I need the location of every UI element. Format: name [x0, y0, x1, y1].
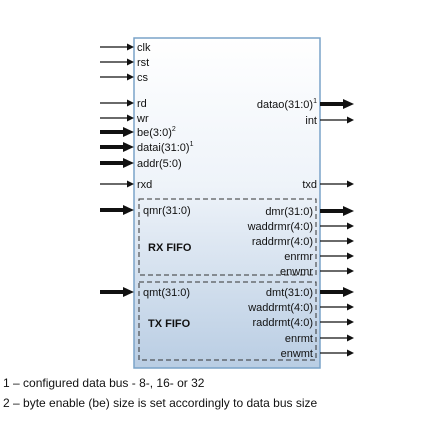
rx_fifo-title: RX FIFO	[148, 242, 192, 254]
signal-name: be(3:0)	[137, 127, 172, 139]
label-rd: rd	[137, 98, 147, 110]
label-raddrmt-4-0: raddrmt(4:0)	[252, 317, 313, 329]
input-addr-5-0-arrowhead	[123, 158, 134, 168]
label-datai-31-0: datai(31:0)1	[137, 141, 194, 154]
label-txd: txd	[302, 179, 317, 191]
label-raddrmr-4-0: raddrmr(4:0)	[252, 236, 313, 248]
input-rd-arrowhead	[127, 99, 134, 107]
label-waddrmr-4-0: waddrmr(4:0)	[247, 221, 313, 233]
tx_fifo-output-dmt-31-0-arrowhead	[343, 287, 354, 297]
signal-name: qmt(31:0)	[143, 287, 190, 299]
rx_fifo-output-raddrmr-4-0-arrowhead	[347, 237, 354, 245]
label-dmt-31-0: dmt(31:0)	[266, 287, 313, 299]
tx-fifo-group	[138, 281, 317, 361]
signal-name: enrmr	[284, 251, 313, 263]
signal-name: cs	[137, 72, 149, 84]
tx_fifo-input-qmt-31-0-arrowhead	[123, 287, 134, 297]
input-wr-arrowhead	[127, 114, 134, 122]
module-block	[133, 37, 321, 369]
input-rxd-arrowhead	[127, 180, 134, 188]
input-cs-arrowhead	[127, 73, 134, 81]
signal-name: rst	[137, 57, 149, 69]
tx_fifo-output-raddrmt-4-0-arrowhead	[347, 318, 354, 326]
signal-name: enwmt	[281, 348, 313, 360]
label-qmt-31-0: qmt(31:0)	[143, 287, 190, 299]
tx_fifo-title: TX FIFO	[148, 318, 191, 330]
rx_fifo-input-qmr-31-0-arrowhead	[123, 205, 134, 215]
input-clk-arrowhead	[127, 43, 134, 51]
signal-name: waddrmr(4:0)	[247, 221, 313, 233]
tx_fifo-output-waddrmt-4-0-arrowhead	[347, 303, 354, 311]
signal-layer: clkrstcsrdwrbe(3:0)2datai(31:0)1addr(5:0…	[100, 42, 354, 360]
signal-name: enwmr	[280, 266, 313, 278]
label-enwmt: enwmt	[281, 348, 313, 360]
input-rst-arrowhead	[127, 58, 134, 66]
label-wr: wr	[136, 113, 149, 125]
tx_fifo-output-enrmt-arrowhead	[347, 334, 354, 342]
signal-name: raddrmt(4:0)	[252, 317, 313, 329]
label-rst: rst	[137, 57, 149, 69]
output-datao-31-0-arrowhead	[343, 99, 354, 109]
signal-name: clk	[137, 42, 151, 54]
signal-name: datao(31:0)	[257, 99, 313, 111]
signal-name: dmt(31:0)	[266, 287, 313, 299]
label-cs: cs	[137, 72, 149, 84]
label-datao-31-0: datao(31:0)1	[257, 98, 317, 111]
rx_fifo-output-dmr-31-0-arrowhead	[343, 206, 354, 216]
label-qmr-31-0: qmr(31:0)	[143, 205, 191, 217]
label-addr-5-0: addr(5:0)	[137, 158, 182, 170]
label-rxd: rxd	[137, 179, 152, 191]
input-be-3-0-arrowhead	[123, 127, 134, 137]
label-be-3-0: be(3:0)2	[137, 126, 176, 139]
label-int: int	[305, 115, 317, 127]
label-enrmt: enrmt	[285, 333, 313, 345]
footnote-marker: 2	[172, 126, 176, 133]
signal-name: dmr(31:0)	[265, 206, 313, 218]
label-enwmr: enwmr	[280, 266, 313, 278]
signal-name: enrmt	[285, 333, 313, 345]
signal-name: qmr(31:0)	[143, 205, 191, 217]
rx-fifo-group	[138, 198, 317, 276]
footnote-2: 2 – byte enable (be) size is set accordi…	[3, 396, 318, 410]
signal-name: int	[305, 115, 317, 127]
output-txd-arrowhead	[347, 180, 354, 188]
footnote-1: 1 – configured data bus - 8-, 16- or 32	[3, 376, 205, 390]
rx_fifo-output-enrmr-arrowhead	[347, 252, 354, 260]
label-dmr-31-0: dmr(31:0)	[265, 206, 313, 218]
signal-name: addr(5:0)	[137, 158, 182, 170]
signal-name: datai(31:0)	[137, 142, 190, 154]
input-datai-31-0-arrowhead	[123, 142, 134, 152]
footnote-marker: 1	[313, 98, 317, 105]
signal-name: raddrmr(4:0)	[252, 236, 313, 248]
signal-name: waddrmt(4:0)	[247, 302, 313, 314]
signal-name: txd	[302, 179, 317, 191]
signal-name: rxd	[137, 179, 152, 191]
rx_fifo-output-enwmr-arrowhead	[347, 267, 354, 275]
label-enrmr: enrmr	[284, 251, 313, 263]
label-clk: clk	[137, 42, 151, 54]
label-waddrmt-4-0: waddrmt(4:0)	[247, 302, 313, 314]
footnote-marker: 1	[190, 141, 194, 148]
rx_fifo-output-waddrmr-4-0-arrowhead	[347, 222, 354, 230]
output-int-arrowhead	[347, 116, 354, 124]
tx_fifo-output-enwmt-arrowhead	[347, 349, 354, 357]
signal-name: wr	[136, 113, 149, 125]
signal-name: rd	[137, 98, 147, 110]
